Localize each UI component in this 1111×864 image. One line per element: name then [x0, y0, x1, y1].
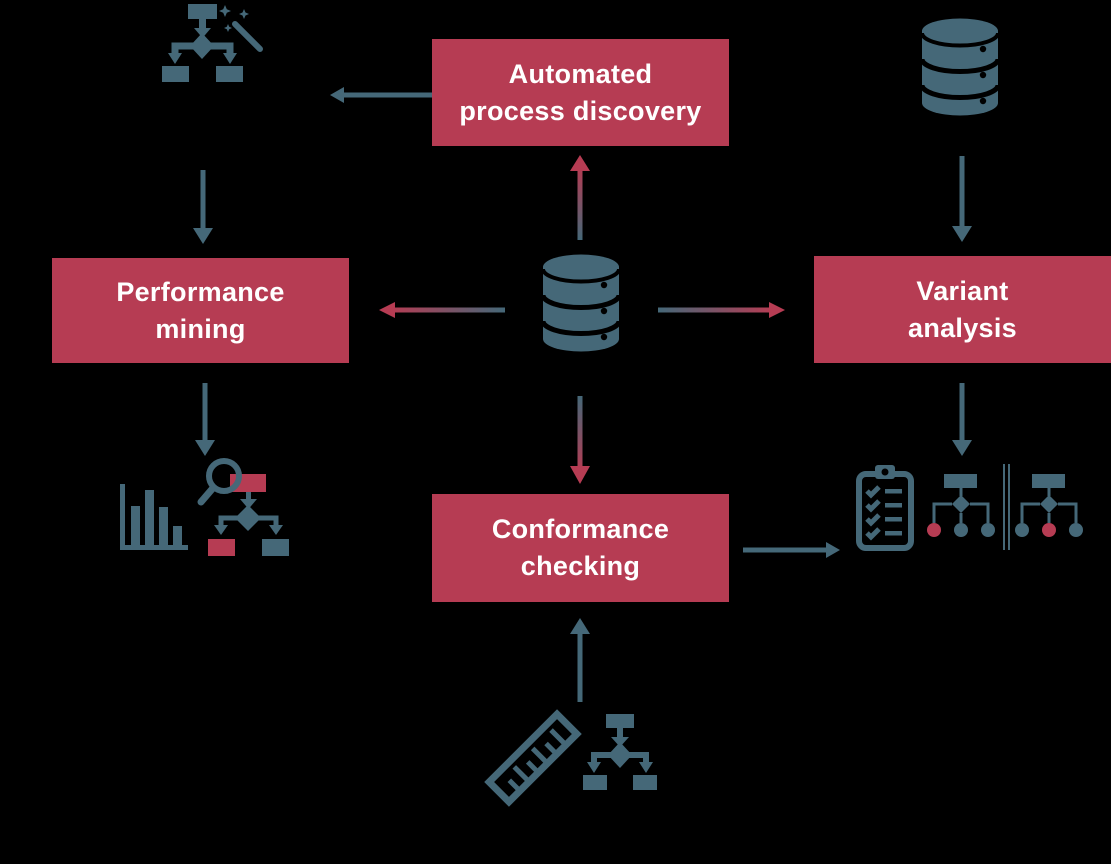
variant-tree-right-icon — [1015, 474, 1083, 537]
performance-mining-box: Performance mining — [52, 258, 349, 363]
arrow-database-to-variant — [952, 156, 972, 242]
database-top-right-icon — [920, 18, 1000, 116]
arrow-performance-to-icons — [195, 383, 215, 456]
arrow-box-to-wand-icon — [330, 87, 432, 103]
bar-chart-icon — [120, 484, 188, 550]
conformance-checking-label: Conformance checking — [491, 514, 670, 581]
database-center-icon — [541, 254, 621, 352]
arrow-icons-to-conformance — [570, 618, 590, 702]
arrow-database-to-discovery — [570, 155, 590, 240]
checklist-clipboard-icon — [856, 465, 914, 551]
variant-comparison-group — [926, 464, 1091, 550]
variant-analysis-label: Variant analysis — [908, 275, 1017, 343]
performance-mining-label: Performance mining — [116, 276, 285, 344]
automated-process-discovery-box: Automated process discovery — [432, 39, 729, 146]
arrow-database-to-variant-analysis — [658, 302, 785, 318]
conformance-checking-box: Conformance checking — [432, 494, 729, 602]
automated-process-discovery-label: Automated process discovery — [459, 58, 702, 126]
magnifier-process-tree-icon — [197, 458, 289, 556]
arrow-variant-to-icons — [952, 383, 972, 456]
variant-tree-left-icon — [927, 474, 995, 537]
arrow-database-to-performance — [379, 302, 505, 318]
process-tree-magic-wand-icon — [162, 4, 263, 82]
process-tree-icon — [583, 714, 657, 790]
variant-analysis-box: Variant analysis — [814, 256, 1111, 363]
ruler-icon — [484, 709, 582, 807]
arrow-wand-icon-to-performance — [193, 170, 213, 244]
comparison-divider — [1003, 464, 1010, 550]
arrow-database-to-conformance — [570, 396, 590, 484]
arrow-conformance-to-icons — [743, 542, 840, 558]
